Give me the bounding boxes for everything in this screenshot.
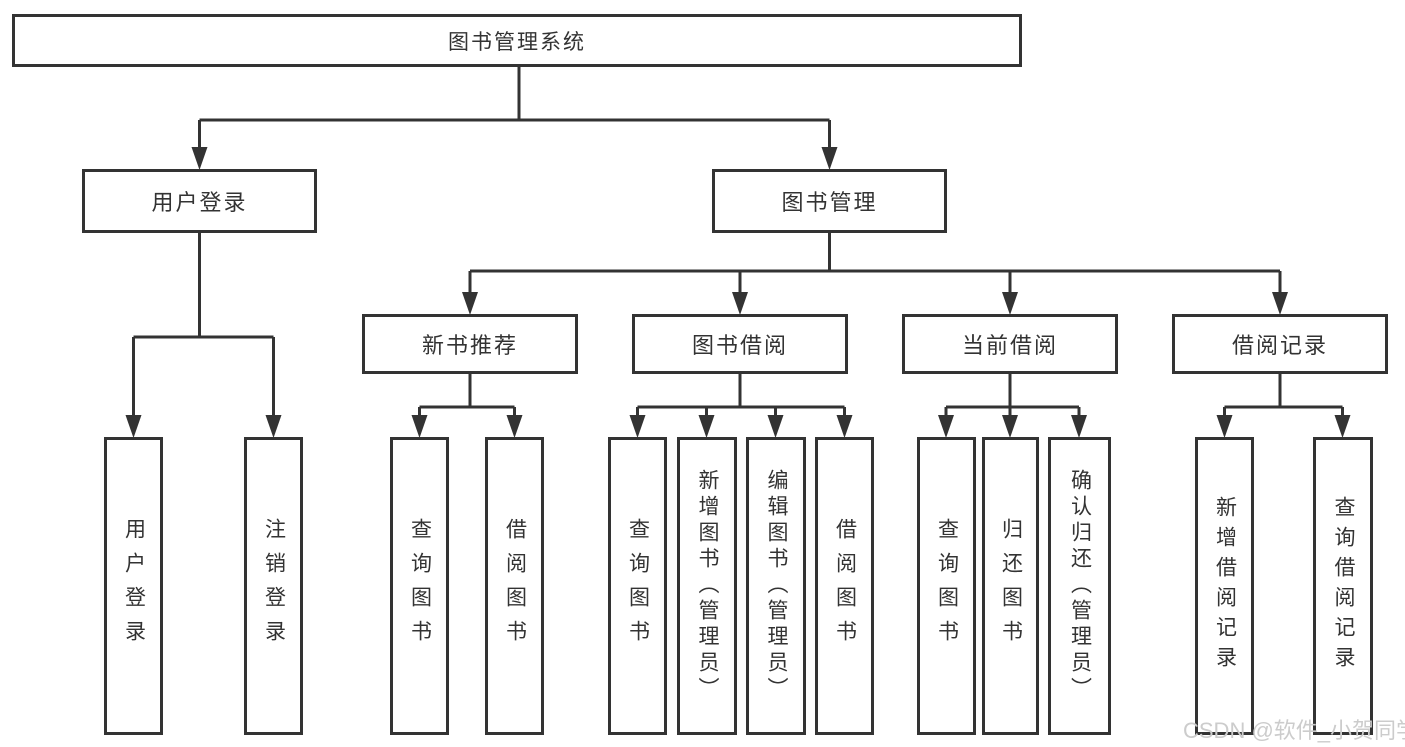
node-leaf-user-login: 用户登录 xyxy=(104,437,163,735)
node-borrowing-records: 借阅记录 xyxy=(1172,314,1388,374)
node-current-borrowing: 当前借阅 xyxy=(902,314,1118,374)
node-book-management: 图书管理 xyxy=(712,169,947,233)
node-leaf-return-book: 归还图书 xyxy=(982,437,1039,735)
node-user-login: 用户登录 xyxy=(82,169,317,233)
node-leaf-logout: 注销登录 xyxy=(244,437,303,735)
node-leaf-confirm-return-admin: 确认归还（管理员） xyxy=(1048,437,1111,735)
node-leaf-query-books-current: 查询图书 xyxy=(917,437,976,735)
node-leaf-borrow-books-borrowing: 借阅图书 xyxy=(815,437,874,735)
node-leaf-borrow-books-recommend: 借阅图书 xyxy=(485,437,544,735)
node-leaf-edit-book-admin: 编辑图书（管理员） xyxy=(746,437,806,735)
node-leaf-query-borrow-record: 查询借阅记录 xyxy=(1313,437,1373,735)
csdn-watermark: CSDN @软件_小贺同学 xyxy=(1183,718,1405,743)
node-book-borrowing: 图书借阅 xyxy=(632,314,848,374)
node-leaf-add-book-admin: 新增图书（管理员） xyxy=(677,437,737,735)
node-new-book-recommendation: 新书推荐 xyxy=(362,314,578,374)
node-library-management-system: 图书管理系统 xyxy=(12,14,1022,67)
node-leaf-query-books-recommend: 查询图书 xyxy=(390,437,449,735)
node-leaf-add-borrow-record: 新增借阅记录 xyxy=(1195,437,1254,735)
node-leaf-query-books-borrowing: 查询图书 xyxy=(608,437,667,735)
